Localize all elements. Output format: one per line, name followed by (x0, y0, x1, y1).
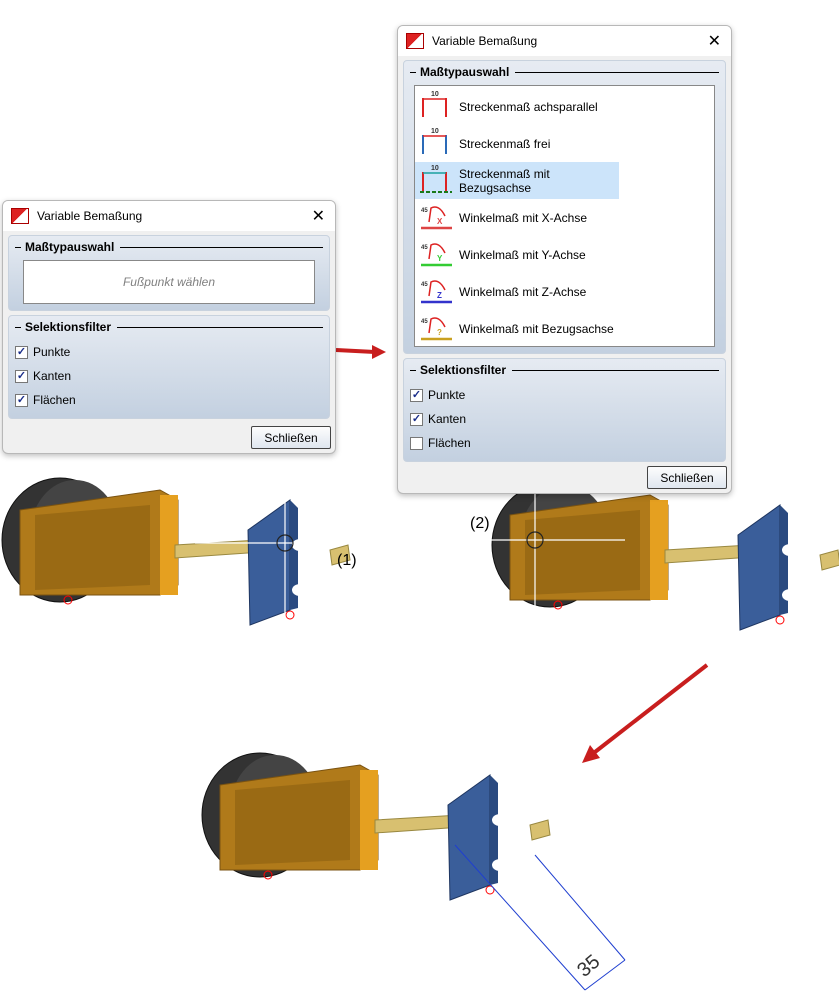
checkbox[interactable]: ✓ (410, 388, 423, 402)
checkbox-label: Flächen (33, 393, 76, 407)
close-button[interactable]: Schließen (251, 426, 331, 449)
filter-punkte[interactable]: ✓ Punkte (410, 383, 719, 407)
title-bar: Variable Bemaßung ✕ (398, 26, 731, 56)
group-heading: Maßtypauswahl (15, 240, 323, 254)
dialog-title: Variable Bemaßung (432, 34, 538, 48)
list-item-label: Streckenmaß mit Bezugsachse (459, 166, 550, 195)
crosshair-1 (195, 458, 370, 640)
variable-dimension-dialog-1: Variable Bemaßung ✕ Maßtypauswahl Fußpun… (2, 200, 336, 454)
filter-flaechen[interactable]: Flächen (410, 431, 719, 455)
linear-free-icon: 10 (419, 126, 459, 161)
model-view-1 (1, 477, 351, 626)
svg-text:10: 10 (431, 128, 439, 135)
model-view-2 (491, 482, 839, 631)
filter-flaechen[interactable]: ✓ Flächen (15, 388, 323, 412)
group-heading: Selektionsfilter (15, 320, 323, 334)
svg-text:45: 45 (421, 245, 428, 251)
checkbox[interactable] (410, 436, 423, 450)
filter-kanten[interactable]: ✓ Kanten (15, 364, 323, 388)
app-icon (406, 33, 424, 49)
close-icon[interactable]: ✕ (707, 33, 721, 50)
list-item[interactable]: 45?Winkelmaß mit Bezugsachse (415, 310, 619, 347)
list-item-label: Winkelmaß mit Z-Achse (459, 284, 587, 299)
svg-text:10: 10 (431, 165, 439, 172)
dimension-type-group: Maßtypauswahl Fußpunkt wählen (8, 235, 330, 311)
svg-text:Z: Z (437, 291, 442, 300)
group-heading: Selektionsfilter (410, 363, 719, 377)
svg-text:?: ? (437, 328, 442, 337)
checkbox-label: Punkte (428, 388, 466, 402)
crosshair-2 (445, 493, 625, 640)
svg-text:X: X (437, 217, 443, 226)
checkbox-label: Kanten (428, 412, 467, 426)
step-label-2: (2) (470, 515, 490, 532)
list-item-label: Winkelmaß mit Bezugsachse (459, 321, 614, 336)
checkbox[interactable]: ✓ (15, 345, 28, 359)
list-item-label: Winkelmaß mit Y-Achse (459, 247, 586, 262)
svg-text:45: 45 (421, 282, 428, 288)
arrow-right (335, 345, 386, 359)
filter-punkte[interactable]: ✓ Punkte (15, 340, 323, 364)
selection-filter-group: Selektionsfilter ✓ Punkte ✓ Kanten Flächen (403, 358, 726, 462)
checkbox-label: Flächen (428, 436, 471, 450)
model-view-3 (201, 752, 551, 901)
checkbox-label: Punkte (33, 345, 71, 359)
selection-filter-group: Selektionsfilter ✓ Punkte ✓ Kanten ✓ Fläche… (8, 315, 330, 419)
linear-parallel-icon: 10 (419, 89, 459, 124)
title-bar: Variable Bemaßung ✕ (3, 201, 335, 231)
checkbox[interactable]: ✓ (15, 369, 28, 383)
list-item-label: Streckenmaß achsparallel (459, 99, 598, 114)
linear-reference-icon: 10 (419, 163, 459, 198)
dimension-line (454, 844, 626, 991)
checkbox-label: Kanten (33, 369, 72, 383)
app-icon (11, 208, 29, 224)
step-label-1: (1) (337, 552, 357, 569)
list-item-label: Winkelmaß mit X-Achse (459, 210, 588, 225)
svg-text:45: 45 (421, 319, 428, 325)
arrow-diagonal (582, 663, 709, 763)
close-button[interactable]: Schließen (647, 466, 727, 489)
svg-text:10: 10 (431, 91, 439, 98)
svg-text:Y: Y (437, 254, 443, 263)
checkbox[interactable]: ✓ (15, 393, 28, 407)
dialog-title: Variable Bemaßung (37, 209, 143, 223)
filter-kanten[interactable]: ✓ Kanten (410, 407, 719, 431)
angle-reference-icon: 45? (419, 311, 459, 346)
group-heading: Maßtypauswahl (410, 65, 719, 79)
svg-text:45: 45 (421, 208, 428, 214)
close-icon[interactable]: ✕ (311, 208, 325, 225)
checkbox[interactable]: ✓ (410, 412, 423, 426)
list-item[interactable]: 10 Streckenmaß mit Bezugsachse (415, 162, 619, 199)
prompt-box: Fußpunkt wählen (23, 260, 315, 304)
list-item-label: Streckenmaß frei (459, 136, 551, 151)
